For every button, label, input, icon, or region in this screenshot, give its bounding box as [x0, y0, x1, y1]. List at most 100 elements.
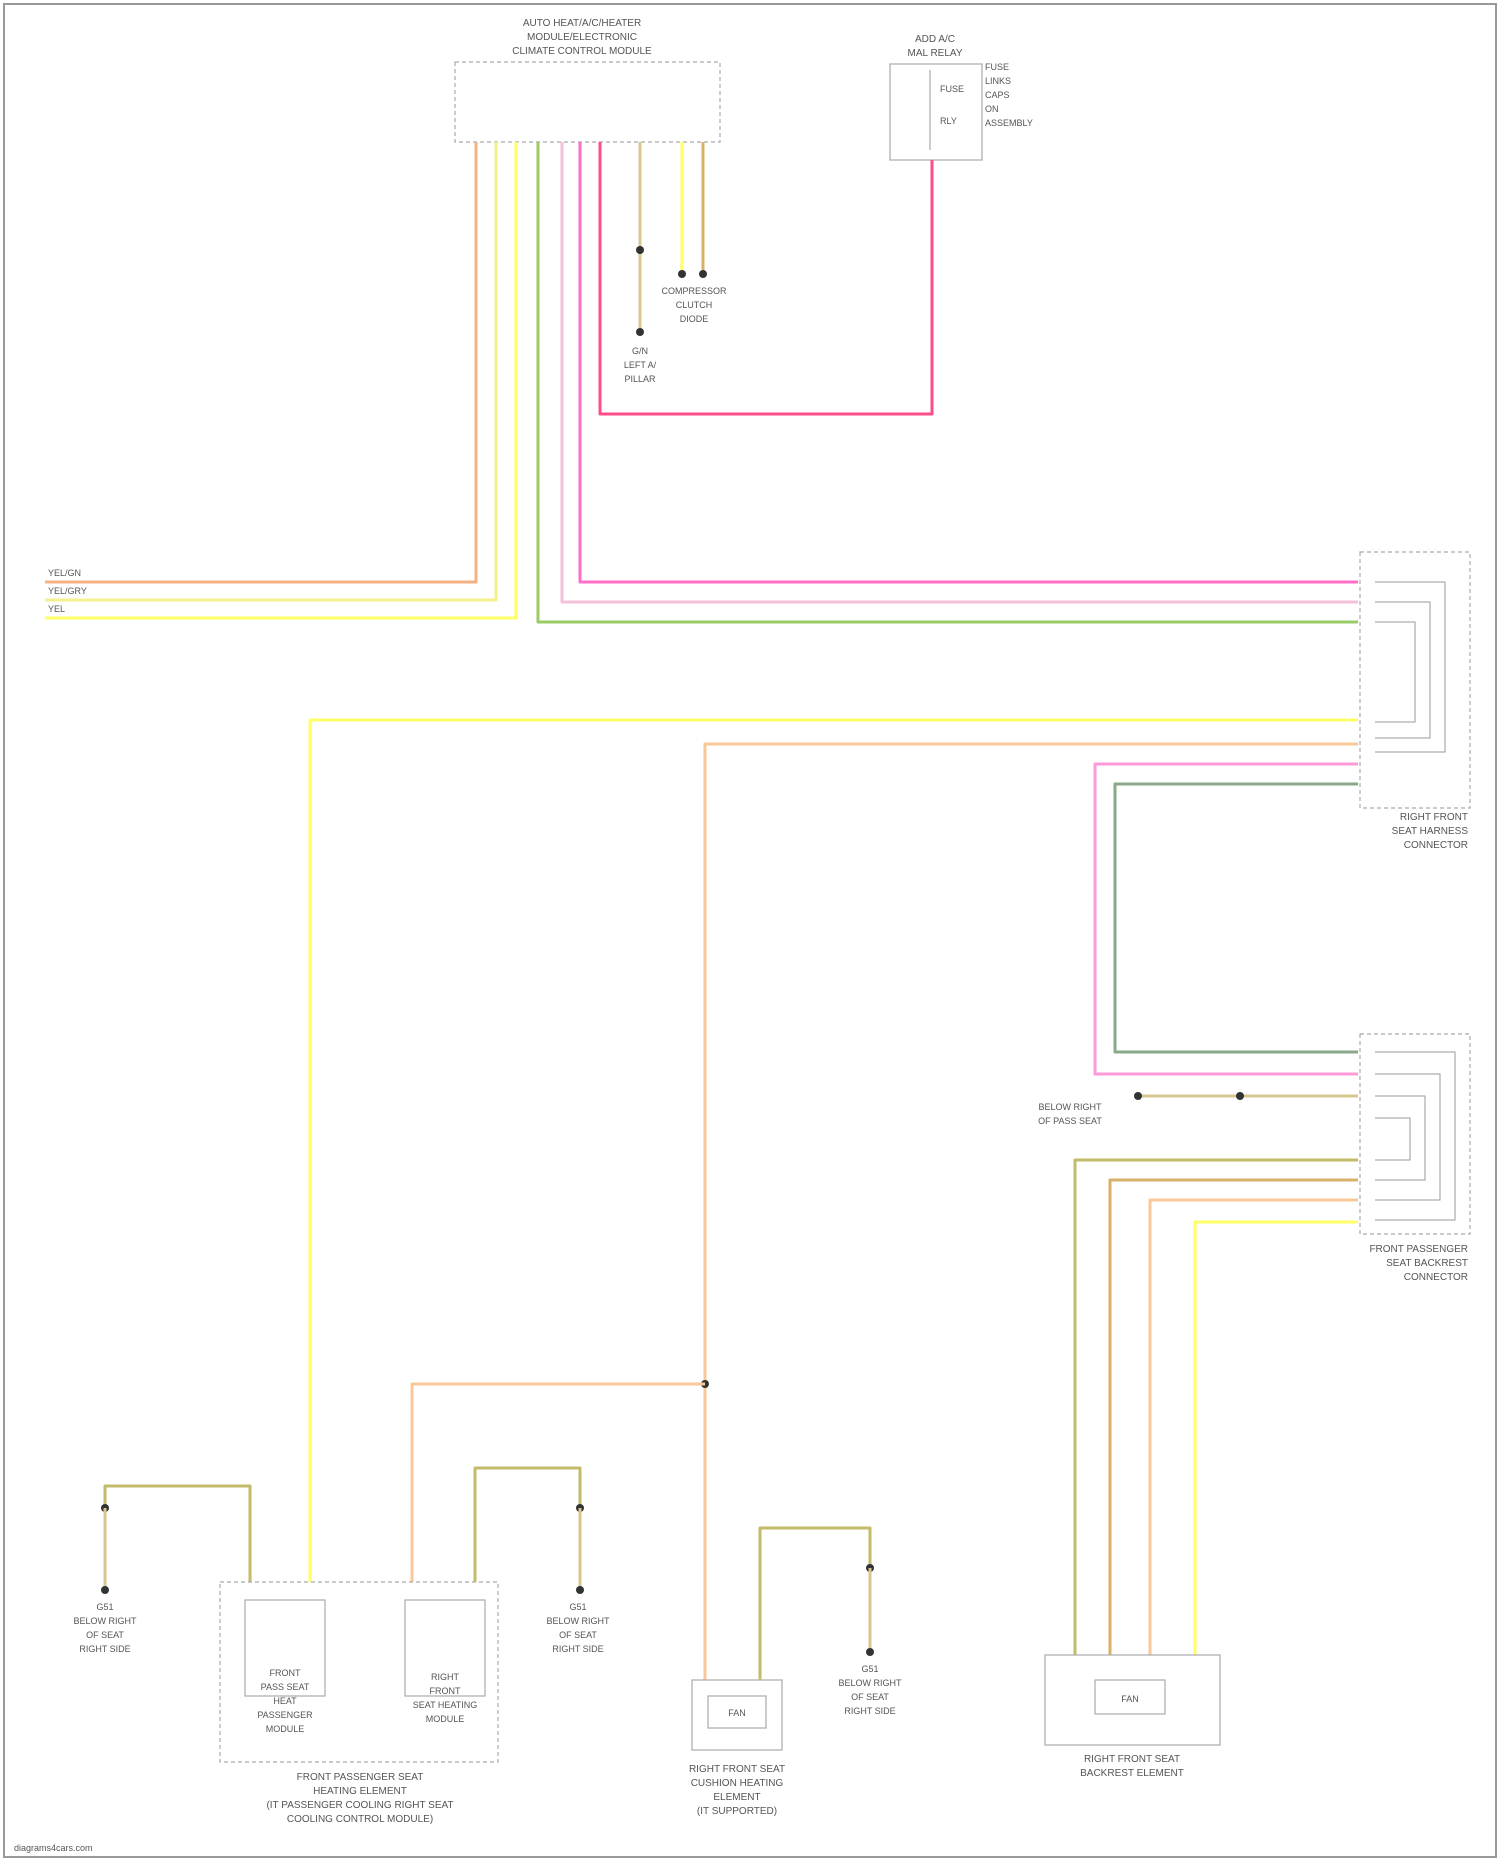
ground-splice-dot	[636, 246, 644, 254]
module-title-1: AUTO HEAT/A/C/HEATER	[523, 18, 641, 29]
front-pass-connector-labels: FRONT PASSENGER SEAT BACKREST CONNECTOR	[1369, 1244, 1468, 1283]
wire-orange-down	[705, 744, 1358, 1680]
g2-bottom-dot	[576, 1586, 584, 1594]
wire-paleyellow-left	[45, 142, 496, 600]
sm1-line-1: FRONT	[270, 1668, 301, 1678]
sm2-line-1: RIGHT	[431, 1672, 460, 1682]
wire-yellow-left	[45, 142, 516, 618]
wire-g2-loop	[475, 1468, 580, 1582]
relay-inner-1: FUSE	[940, 84, 964, 94]
fpc-line-3: CONNECTOR	[1404, 1272, 1468, 1283]
g1-line-1: G51	[96, 1602, 113, 1612]
right-front-connector-jumpers	[1375, 582, 1445, 752]
ground-terminal-dot	[636, 328, 644, 336]
ign-relay: ADD A/C MAL RELAY FUSE RLY FUSE LINKS CA…	[890, 34, 1033, 160]
g3-line-1: G51	[861, 1664, 878, 1674]
heater-element-inner-label: FAN	[728, 1708, 746, 1718]
left-edge-labels: YEL/GN YEL/GRY YEL	[48, 568, 87, 614]
backrest-element-inner-label: FAN	[1121, 1694, 1139, 1704]
backrest-element-caption: RIGHT FRONT SEAT BACKREST ELEMENT	[1080, 1754, 1184, 1779]
bec-line-1: RIGHT FRONT SEAT	[1084, 1754, 1180, 1765]
left-label-3: YEL	[48, 604, 65, 614]
bec-line-2: BACKREST ELEMENT	[1080, 1768, 1184, 1779]
sm2-line-4: MODULE	[426, 1714, 465, 1724]
wire-orange-left	[45, 142, 476, 582]
relay-box	[890, 64, 982, 160]
fpc-line-2: SEAT BACKREST	[1386, 1258, 1468, 1269]
hec-line-1: RIGHT FRONT SEAT	[689, 1764, 785, 1775]
fpc-line-1: FRONT PASSENGER	[1369, 1244, 1468, 1255]
wire-pink-loop	[1095, 764, 1358, 1074]
relay-side-4: ON	[985, 104, 999, 114]
wire-olive-down	[1075, 1160, 1358, 1655]
g2-line-1: G51	[569, 1602, 586, 1612]
compressor-dot-a	[678, 270, 686, 278]
rfc-line-3: CONNECTOR	[1404, 840, 1468, 851]
left-label-1: YEL/GN	[48, 568, 81, 578]
g2-line-3: OF SEAT	[559, 1630, 597, 1640]
page-border	[4, 4, 1496, 1857]
compressor-line-1: COMPRESSOR	[661, 286, 727, 296]
smc-line-3: (IT PASSENGER COOLING RIGHT SEAT	[266, 1800, 453, 1811]
g3-line-4: RIGHT SIDE	[844, 1706, 895, 1716]
wire-g3-loop	[760, 1528, 870, 1680]
ground-g3-labels: G51 BELOW RIGHT OF SEAT RIGHT SIDE	[838, 1664, 902, 1716]
jumper-d	[1375, 1052, 1455, 1220]
relay-side-1: FUSE	[985, 62, 1009, 72]
g1-line-2: BELOW RIGHT	[73, 1616, 137, 1626]
relay-title-2: MAL RELAY	[907, 48, 962, 59]
g3-bottom-dot	[866, 1648, 874, 1656]
ground-conn-3: PILLAR	[624, 374, 656, 384]
seat-module-sub1-labels: FRONT PASS SEAT HEAT PASSENGER MODULE	[257, 1668, 313, 1734]
ground-g1-labels: G51 BELOW RIGHT OF SEAT RIGHT SIDE	[73, 1602, 137, 1654]
jumper-e	[1375, 1074, 1440, 1200]
smc-line-2: HEATING ELEMENT	[313, 1786, 407, 1797]
g1-line-4: RIGHT SIDE	[79, 1644, 130, 1654]
ground-right-dot	[1134, 1092, 1142, 1100]
relay-side-3: CAPS	[985, 90, 1010, 100]
gbs-line-1: BELOW RIGHT	[1038, 1102, 1102, 1112]
module-title-2: MODULE/ELECTRONIC	[527, 32, 637, 43]
relay-side-2: LINKS	[985, 76, 1011, 86]
g2-line-2: BELOW RIGHT	[546, 1616, 610, 1626]
sm1-line-2: PASS SEAT	[261, 1682, 310, 1692]
smc-line-1: FRONT PASSENGER SEAT	[297, 1772, 424, 1783]
seat-module-caption: FRONT PASSENGER SEAT HEATING ELEMENT (IT…	[266, 1772, 453, 1825]
g3-line-3: OF SEAT	[851, 1692, 889, 1702]
hec-line-3: ELEMENT	[713, 1792, 760, 1803]
rfc-line-1: RIGHT FRONT	[1400, 812, 1468, 823]
heater-element-caption: RIGHT FRONT SEAT CUSHION HEATING ELEMENT…	[689, 1764, 785, 1817]
left-label-2: YEL/GRY	[48, 586, 87, 596]
seat-module-sub2-labels: RIGHT FRONT SEAT HEATING MODULE	[413, 1672, 478, 1724]
rfc-line-2: SEAT HARNESS	[1392, 826, 1469, 837]
ground-g2-labels: G51 BELOW RIGHT OF SEAT RIGHT SIDE	[546, 1602, 610, 1654]
wire-yellow-seat	[310, 720, 1358, 1582]
wire-g1-loop	[105, 1486, 250, 1582]
module-title-3: CLIMATE CONTROL MODULE	[512, 46, 652, 57]
jumper-g	[1375, 1118, 1410, 1160]
g2-line-4: RIGHT SIDE	[552, 1644, 603, 1654]
hec-line-4: (IT SUPPORTED)	[697, 1806, 777, 1817]
relay-inner-2: RLY	[940, 116, 957, 126]
front-pass-connector-box	[1360, 1034, 1470, 1234]
sm1-line-5: MODULE	[266, 1724, 305, 1734]
gbs-line-2: OF PASS SEAT	[1038, 1116, 1102, 1126]
wire-yellow-down	[1195, 1222, 1358, 1655]
ground-below-seat-labels: BELOW RIGHT OF PASS SEAT	[1038, 1102, 1102, 1126]
module-box	[455, 62, 720, 142]
hec-line-2: CUSHION HEATING	[691, 1778, 784, 1789]
compressor-dot-b	[699, 270, 707, 278]
wire-pink-right	[580, 142, 1358, 582]
wire-graygreen-loop	[1115, 784, 1358, 1052]
relay-title-1: ADD A/C	[915, 34, 955, 45]
footer-text: diagrams4cars.com	[14, 1843, 93, 1853]
climate-control-module: AUTO HEAT/A/C/HEATER MODULE/ELECTRONIC C…	[455, 18, 720, 142]
ground-conn-1: G/N	[632, 346, 648, 356]
compressor-line-2: CLUTCH	[676, 300, 713, 310]
g3-line-2: BELOW RIGHT	[838, 1678, 902, 1688]
front-pass-connector-jumpers	[1375, 1052, 1455, 1220]
sm1-line-4: PASSENGER	[257, 1710, 313, 1720]
wire-green-right	[538, 142, 1358, 622]
ground-connector-labels: G/N LEFT A/ PILLAR	[624, 346, 657, 384]
